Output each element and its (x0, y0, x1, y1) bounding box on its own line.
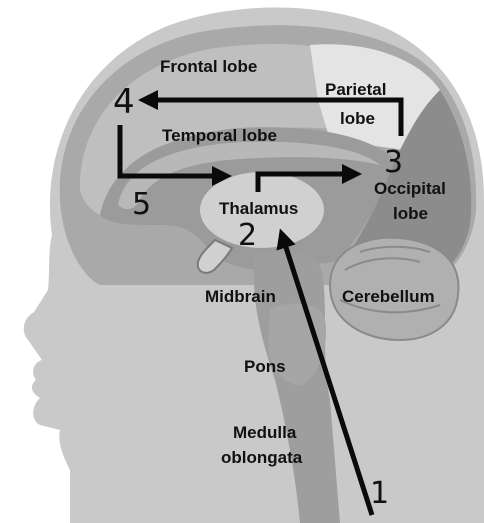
step-number-4: 4 (113, 82, 135, 122)
step-number-2: 2 (238, 218, 257, 253)
label-midbrain: Midbrain (205, 287, 276, 306)
step-number-1: 1 (370, 476, 389, 511)
step-number-3: 3 (384, 145, 403, 180)
label-occipital-line1: Occipital (374, 179, 446, 198)
label-thalamus: Thalamus (219, 199, 298, 218)
label-temporal-lobe: Temporal lobe (162, 126, 277, 145)
label-parietal-line1: Parietal (325, 80, 386, 99)
step-number-5: 5 (132, 187, 151, 222)
label-medulla-line1: Medulla (233, 423, 297, 442)
label-frontal-lobe: Frontal lobe (160, 57, 257, 76)
label-cerebellum: Cerebellum (342, 287, 435, 306)
label-pons: Pons (244, 357, 286, 376)
label-occipital-line2: lobe (393, 204, 428, 223)
label-medulla-line2: oblongata (221, 448, 303, 467)
label-parietal-line2: lobe (340, 109, 375, 128)
